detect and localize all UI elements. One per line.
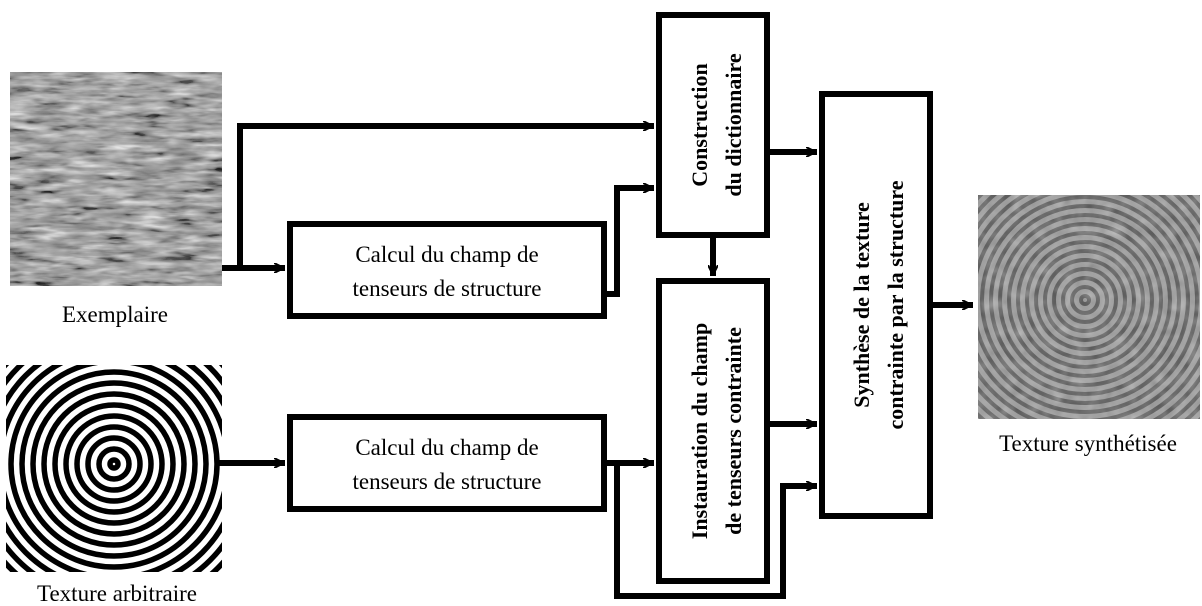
arbitrary-texture-caption: Texture arbitraire [37, 581, 197, 606]
constrained-tensor-field-line1: Instauration du champ [687, 323, 712, 539]
arbitrary-texture-image [6, 365, 222, 572]
dictionary-construction-line1: Construction [687, 63, 712, 186]
tensor-field-box-top-line1: Calcul du champ de [355, 242, 538, 267]
arrow-tensor-bottom-to-synthesis [614, 460, 817, 599]
tensor-field-box-top: Calcul du champ de tenseurs de structure [287, 221, 607, 319]
tensor-field-box-bottom-line2: tenseurs de structure [352, 469, 541, 494]
connectors [219, 126, 973, 599]
dictionary-construction-line2: du dictionnaire [721, 53, 746, 196]
exemplar-caption: Exemplaire [62, 302, 168, 327]
tensor-field-box-top-line2: tenseurs de structure [352, 276, 541, 301]
dictionary-construction-box: Construction du dictionnaire [656, 12, 770, 238]
tensor-field-box-bottom: Calcul du champ de tenseurs de structure [287, 414, 607, 512]
exemplar-image [10, 72, 222, 286]
synthesized-texture-caption: Texture synthétisée [999, 431, 1177, 456]
synthesized-texture-image [978, 195, 1200, 419]
texture-synthesis-box: Synthèse de la texture contrainte par la… [819, 91, 933, 519]
texture-synthesis-line1: Synthèse de la texture [849, 202, 874, 408]
arrow-tensor-top-to-dictionary [601, 188, 654, 297]
constrained-tensor-field-line2: de tenseurs contrainte [721, 327, 746, 535]
tensor-field-box-bottom-line1: Calcul du champ de [355, 435, 538, 460]
constrained-tensor-field-box: Instauration du champ de tenseurs contra… [656, 278, 770, 584]
texture-synthesis-line2: contrainte par la structure [883, 180, 908, 429]
